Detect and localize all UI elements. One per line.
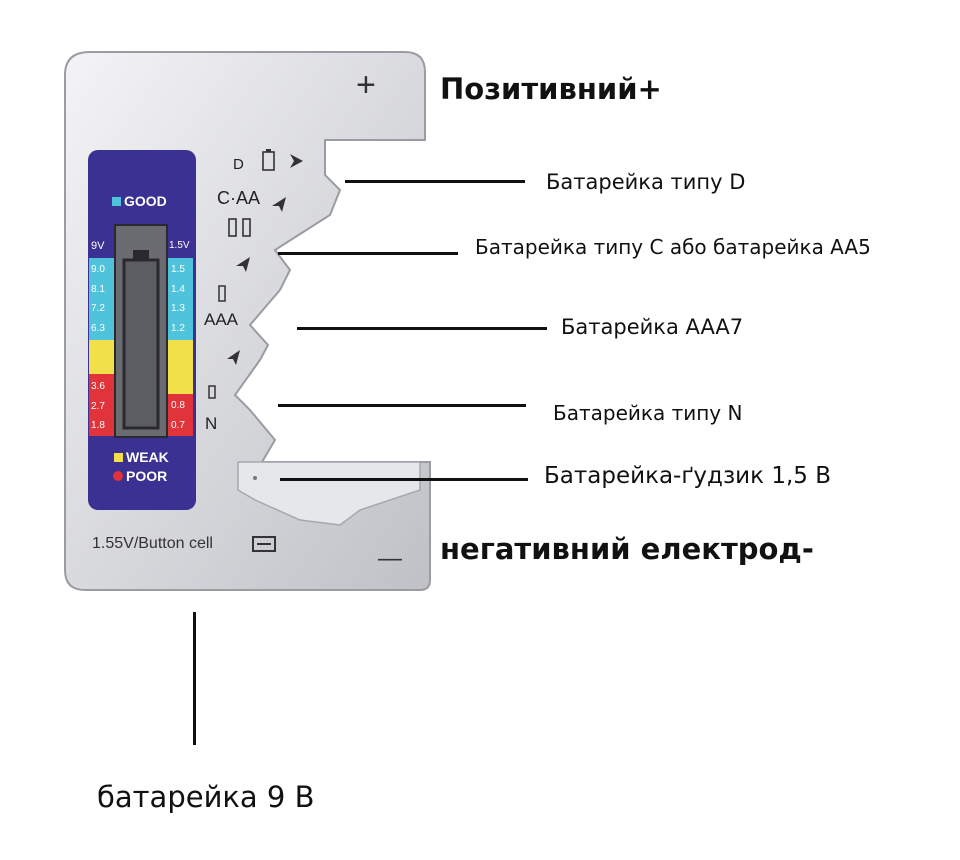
left-scale-blocks bbox=[89, 258, 114, 436]
callout-line-aaa bbox=[297, 327, 547, 330]
callout-line-n bbox=[278, 404, 526, 407]
left-scale-value: 3.6 bbox=[91, 381, 105, 392]
left-scale-value: 2.7 bbox=[91, 400, 105, 412]
left-scale: 9.0 8.1 7.2 6.3 3.6 2.7 1.8 bbox=[91, 260, 105, 436]
callout-line-caa bbox=[278, 252, 458, 255]
right-scale-value: 0.8 bbox=[171, 400, 185, 411]
n-battery-label: Батарейка типу N bbox=[553, 401, 743, 425]
left-scale-value: 8.1 bbox=[91, 283, 105, 295]
slot-d-label: D bbox=[233, 156, 244, 173]
callout-line-button bbox=[280, 478, 528, 481]
left-scale-value: 1.8 bbox=[91, 420, 105, 431]
aaa-battery-icon bbox=[218, 285, 226, 302]
positive-label: Позитивний+ bbox=[440, 72, 662, 106]
n-arrow-icon bbox=[227, 350, 240, 365]
aaa-arrow-icon bbox=[236, 257, 250, 272]
left-scale-value: 9.0 bbox=[91, 264, 105, 275]
aaa-battery-label: Батарейка AAA7 bbox=[561, 315, 744, 339]
good-marker bbox=[112, 197, 121, 206]
poor-label: POOR bbox=[126, 468, 168, 484]
right-scale-value: 1.4 bbox=[171, 283, 185, 295]
right-scale-header: 1.5V bbox=[169, 240, 190, 251]
right-scale-value: 0.7 bbox=[171, 419, 185, 431]
nine-volt-connector-icon bbox=[252, 536, 276, 552]
slot-caa-label: C·AA bbox=[217, 188, 261, 208]
caa-battery-icons bbox=[228, 218, 251, 237]
left-scale-value: 7.2 bbox=[91, 303, 105, 314]
negative-label: негативний електрод- bbox=[440, 532, 814, 566]
nine-volt-label: батарейка 9 В bbox=[97, 780, 315, 814]
button-cell-label: Батарейка-ґудзик 1,5 В bbox=[544, 463, 831, 489]
plus-sign: + bbox=[356, 66, 376, 104]
gauge-battery-tip bbox=[133, 250, 149, 261]
caa-arrow-icon bbox=[272, 197, 286, 212]
left-scale-value: 6.3 bbox=[91, 322, 105, 334]
right-scale-value: 1.2 bbox=[171, 322, 185, 334]
minus-sign: — bbox=[378, 545, 402, 572]
right-scale-value: 1.5 bbox=[171, 264, 185, 275]
poor-marker bbox=[113, 471, 123, 481]
bottom-text: 1.55V/Button cell bbox=[92, 535, 213, 552]
callout-line-9v bbox=[193, 612, 196, 745]
slot-n-label: N bbox=[205, 414, 218, 433]
button-cell-slot bbox=[237, 461, 421, 526]
c-aa-battery-label: Батарейка типу С або батарейка AA5 bbox=[475, 235, 871, 259]
gauge-battery-outline bbox=[122, 258, 160, 430]
good-label: GOOD bbox=[124, 193, 167, 209]
callout-line-d bbox=[345, 180, 525, 183]
n-battery-icon bbox=[208, 385, 216, 399]
left-scale-header: 9V bbox=[91, 240, 105, 252]
right-scale-blocks bbox=[168, 258, 193, 436]
weak-marker bbox=[114, 453, 123, 462]
d-battery-icon bbox=[262, 149, 275, 171]
d-arrow-icon bbox=[290, 154, 303, 168]
weak-label: WEAK bbox=[126, 449, 169, 465]
slot-aaa-label: AAA bbox=[204, 310, 239, 329]
button-contact bbox=[253, 476, 257, 480]
right-scale-value: 1.3 bbox=[171, 303, 185, 314]
right-scale: 1.5 1.4 1.3 1.2 0.8 0.7 bbox=[171, 260, 185, 435]
d-battery-label: Батарейка типу D bbox=[546, 170, 746, 194]
